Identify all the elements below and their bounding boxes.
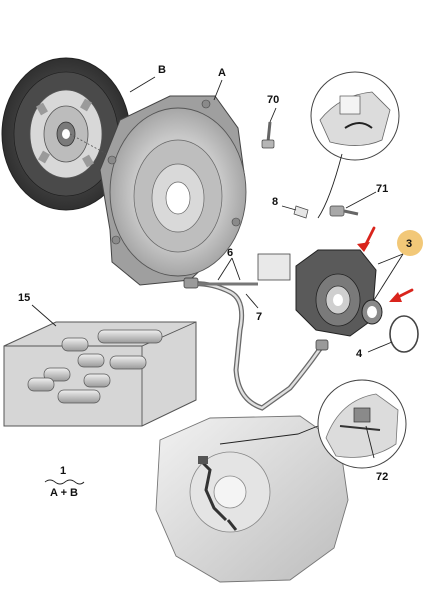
label-disc: B bbox=[158, 64, 166, 76]
formula-bottom: A + B bbox=[50, 487, 78, 499]
detail-inset-top bbox=[310, 71, 400, 161]
clip-8 bbox=[293, 205, 309, 219]
label-kit: 15 bbox=[18, 292, 30, 304]
formula-top: 1 bbox=[60, 465, 66, 477]
label-connector: 6 bbox=[227, 247, 233, 259]
pressure-plate bbox=[99, 95, 247, 286]
label-pressure-plate: A bbox=[218, 67, 226, 79]
red-arrow-icon bbox=[389, 288, 414, 302]
clutch-disc bbox=[1, 57, 131, 211]
seal-ring bbox=[361, 299, 383, 325]
highlight-circle bbox=[397, 230, 423, 256]
label-bolt: 70 bbox=[267, 94, 279, 106]
detail-inset-bottom bbox=[317, 379, 407, 469]
leader-lines bbox=[31, 76, 404, 459]
label-hose: 7 bbox=[256, 311, 262, 323]
kit-total-formula: 1 A + B bbox=[44, 465, 85, 499]
label-clip-detail: 72 bbox=[376, 471, 388, 483]
o-ring-4 bbox=[389, 315, 419, 353]
hydraulic-pipe bbox=[183, 277, 329, 411]
label-bearing-group: 3 bbox=[406, 238, 412, 250]
pin-kit-box bbox=[3, 321, 197, 427]
red-arrow-icon bbox=[357, 226, 376, 252]
slave-cylinder bbox=[257, 249, 377, 337]
label-seal: 4 bbox=[356, 348, 363, 360]
gearbox bbox=[155, 415, 349, 583]
label-clip: 8 bbox=[272, 196, 278, 208]
bolt-70 bbox=[261, 121, 275, 149]
pins bbox=[27, 329, 163, 404]
screw-71 bbox=[329, 205, 359, 217]
label-screw: 71 bbox=[376, 183, 388, 195]
